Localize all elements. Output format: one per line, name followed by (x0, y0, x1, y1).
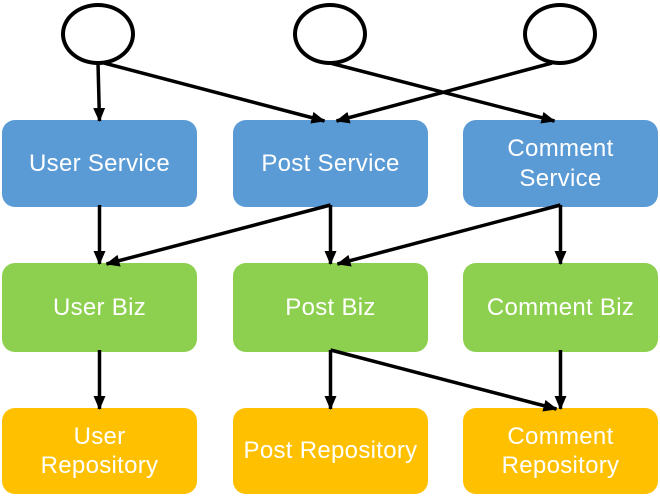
edge-actor-1-to-user-service (93, 62, 106, 122)
node-post-biz: Post Biz (233, 263, 428, 352)
actor-circle-2 (293, 3, 367, 65)
node-post-repository-label: Post Repository (243, 437, 418, 465)
node-comment-service: Comment Service (463, 120, 658, 207)
edge-post-biz-to-comment-repository (330, 348, 558, 412)
actor-circle-1 (61, 3, 135, 65)
actor-circle-3 (523, 3, 597, 65)
node-user-repository-label: User Repository (40, 422, 159, 479)
node-comment-biz: Comment Biz (463, 263, 658, 352)
node-post-service: Post Service (233, 120, 428, 207)
node-comment-repository: Comment Repository (463, 408, 658, 494)
node-user-biz-label: User Biz (52, 293, 147, 321)
edge-actor-1-to-post-service (103, 61, 326, 124)
node-user-service: User Service (2, 120, 197, 207)
node-user-repository: User Repository (2, 408, 197, 494)
edge-post-service-to-user-biz (105, 203, 331, 267)
node-comment-biz-label: Comment Biz (486, 293, 635, 321)
node-user-service-label: User Service (29, 149, 170, 177)
node-comment-repository-label: Comment Repository (501, 422, 620, 479)
node-post-service-label: Post Service (261, 149, 400, 177)
node-user-biz: User Biz (2, 263, 197, 352)
edge-actor-3-to-post-service (335, 61, 553, 124)
node-post-biz-label: Post Biz (285, 293, 376, 321)
node-comment-service-label: Comment Service (507, 135, 614, 192)
edge-actor-2-to-comment-service (329, 61, 556, 124)
edge-comment-service-to-post-biz (336, 203, 561, 267)
node-post-repository: Post Repository (233, 408, 428, 494)
